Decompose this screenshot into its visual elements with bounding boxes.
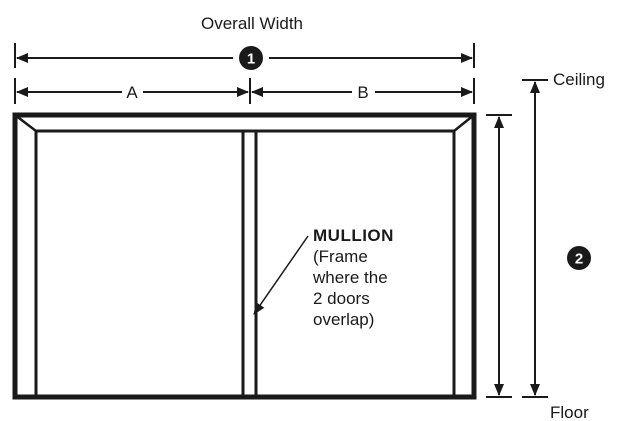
overall-width-label: Overall Width — [201, 14, 303, 33]
frame-miter-left — [14, 114, 37, 132]
mullion-note-line-4: overlap) — [313, 310, 374, 329]
mullion-callout: MULLION (Frame where the 2 doors overlap… — [253, 226, 394, 329]
segment-a-label: A — [126, 83, 138, 102]
floor-label: Floor — [550, 403, 589, 421]
frame-miter-right — [453, 114, 475, 132]
ceiling-label: Ceiling — [553, 70, 605, 89]
ceiling-floor-dimension: Ceiling Floor 2 — [522, 70, 605, 421]
segment-b-label: B — [357, 83, 368, 102]
segment-dimensions: A B — [14, 78, 475, 104]
callout-1-badge: 1 — [239, 46, 263, 70]
callout-1-circle — [239, 46, 263, 70]
mullion-note-line-2: where the — [312, 268, 388, 287]
mullion-note-line-3: 2 doors — [313, 289, 370, 308]
mullion-pointer-arrow — [253, 235, 309, 315]
callout-2-circle — [567, 246, 591, 270]
overall-width-dimension: Overall Width 1 — [14, 14, 475, 70]
callout-2-badge: 2 — [567, 246, 591, 270]
door-height-dimension — [486, 114, 512, 398]
mullion-title: MULLION — [313, 226, 394, 245]
inner-frame — [34, 129, 456, 399]
callout-2-number: 2 — [575, 251, 583, 268]
mullion-note-line-1: (Frame — [313, 247, 368, 266]
door-frame — [12, 112, 477, 400]
callout-1-number: 1 — [247, 51, 255, 68]
